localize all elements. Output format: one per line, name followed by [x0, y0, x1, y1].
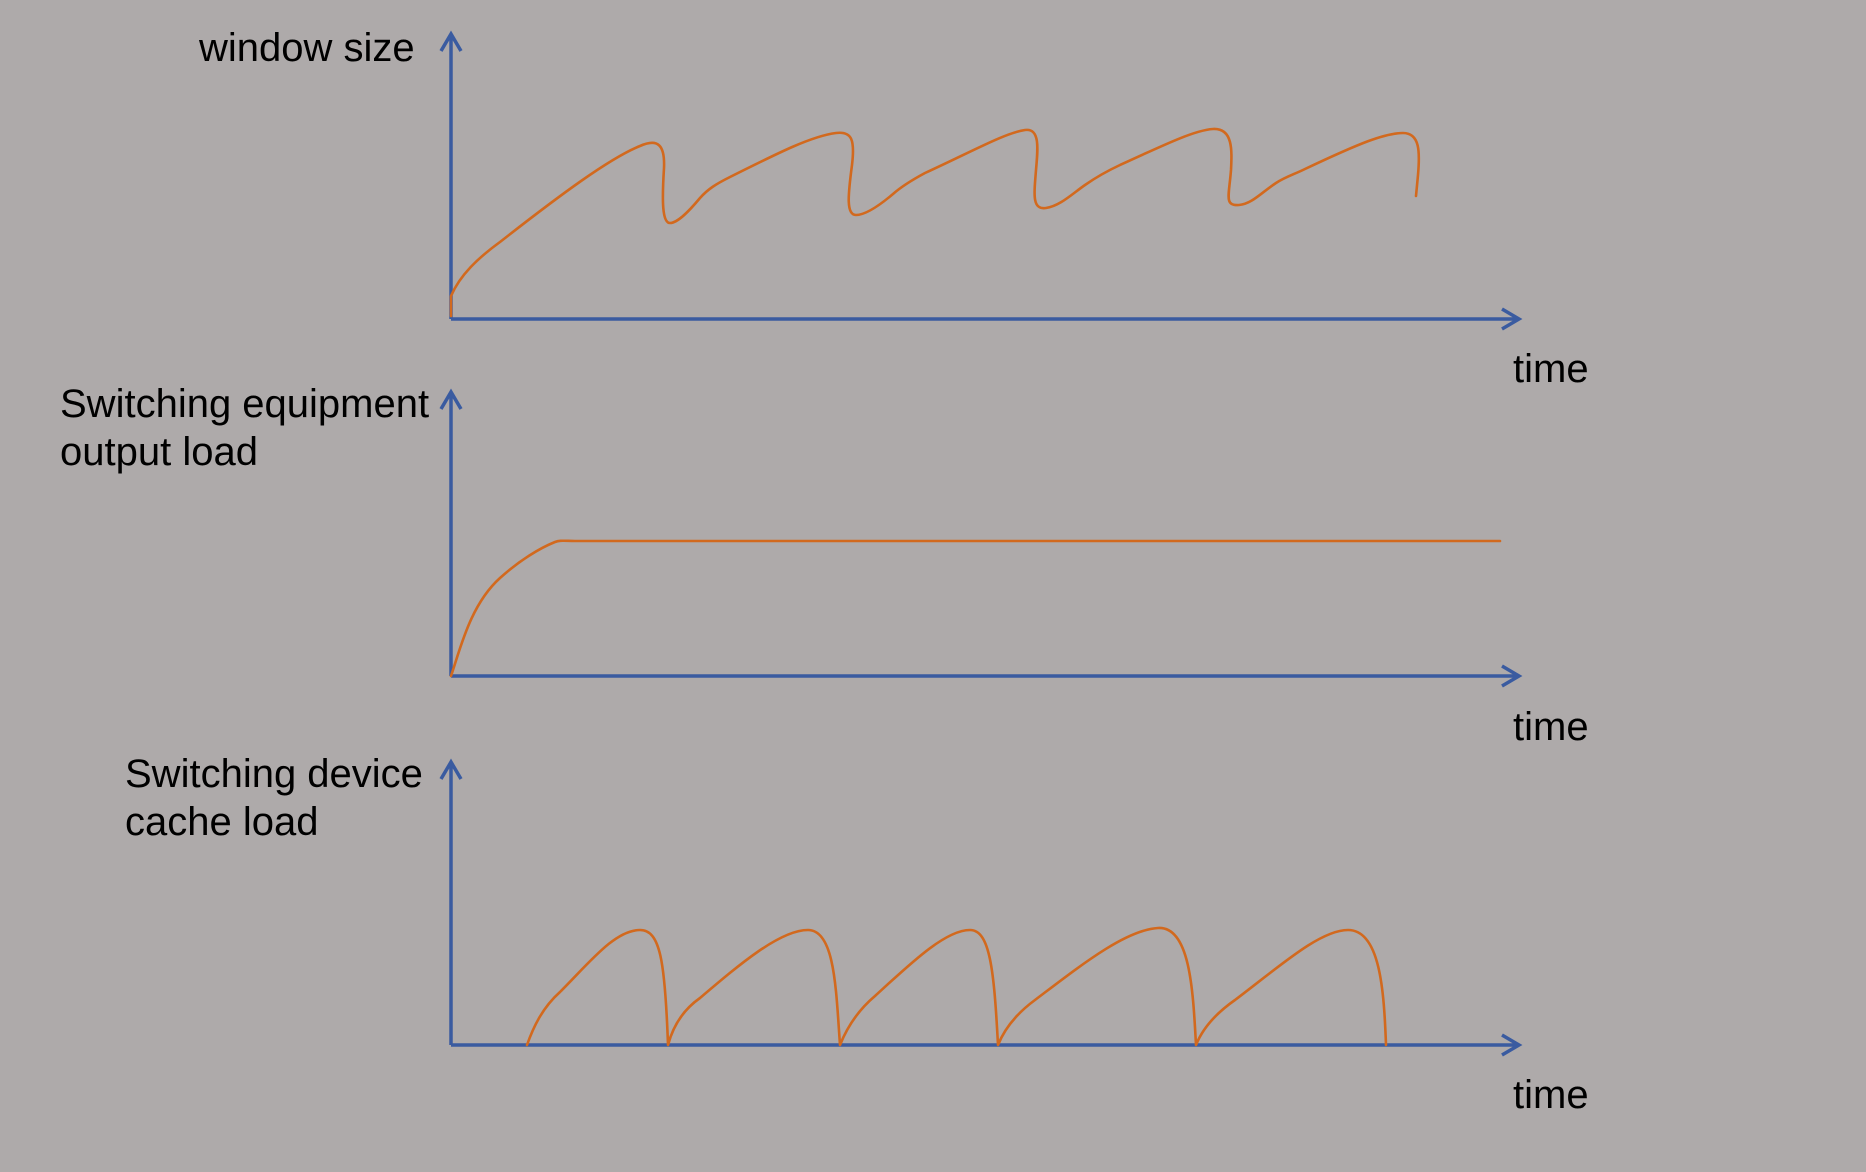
ylabel-output-load-line2: output load: [60, 430, 258, 474]
ylabel-cache-load-line1: Switching device: [125, 752, 423, 796]
ylabel-output-load-line1: Switching equipment: [60, 382, 430, 426]
window-size-curve: [449, 127, 1421, 318]
x-axis-arrow: [451, 664, 1523, 688]
panel-window-size: [439, 30, 1523, 331]
y-axis-arrow: [439, 30, 463, 319]
ylabel-cache-load-line2: cache load: [125, 800, 319, 844]
x-axis-arrow: [451, 307, 1523, 331]
ylabel-window-size: window size: [199, 26, 415, 70]
y-axis-arrow: [439, 758, 463, 1045]
xlabel-time-1: time: [1513, 347, 1589, 391]
xlabel-time-2: time: [1513, 705, 1589, 749]
xlabel-time-3: time: [1513, 1073, 1589, 1117]
output-load-curve: [449, 539, 1502, 678]
y-axis-arrow: [439, 388, 463, 676]
panel-output-load: [439, 388, 1523, 688]
x-axis-arrow: [451, 1033, 1523, 1057]
cache-load-curve: [525, 926, 1388, 1047]
panel-cache-load: [439, 758, 1523, 1057]
